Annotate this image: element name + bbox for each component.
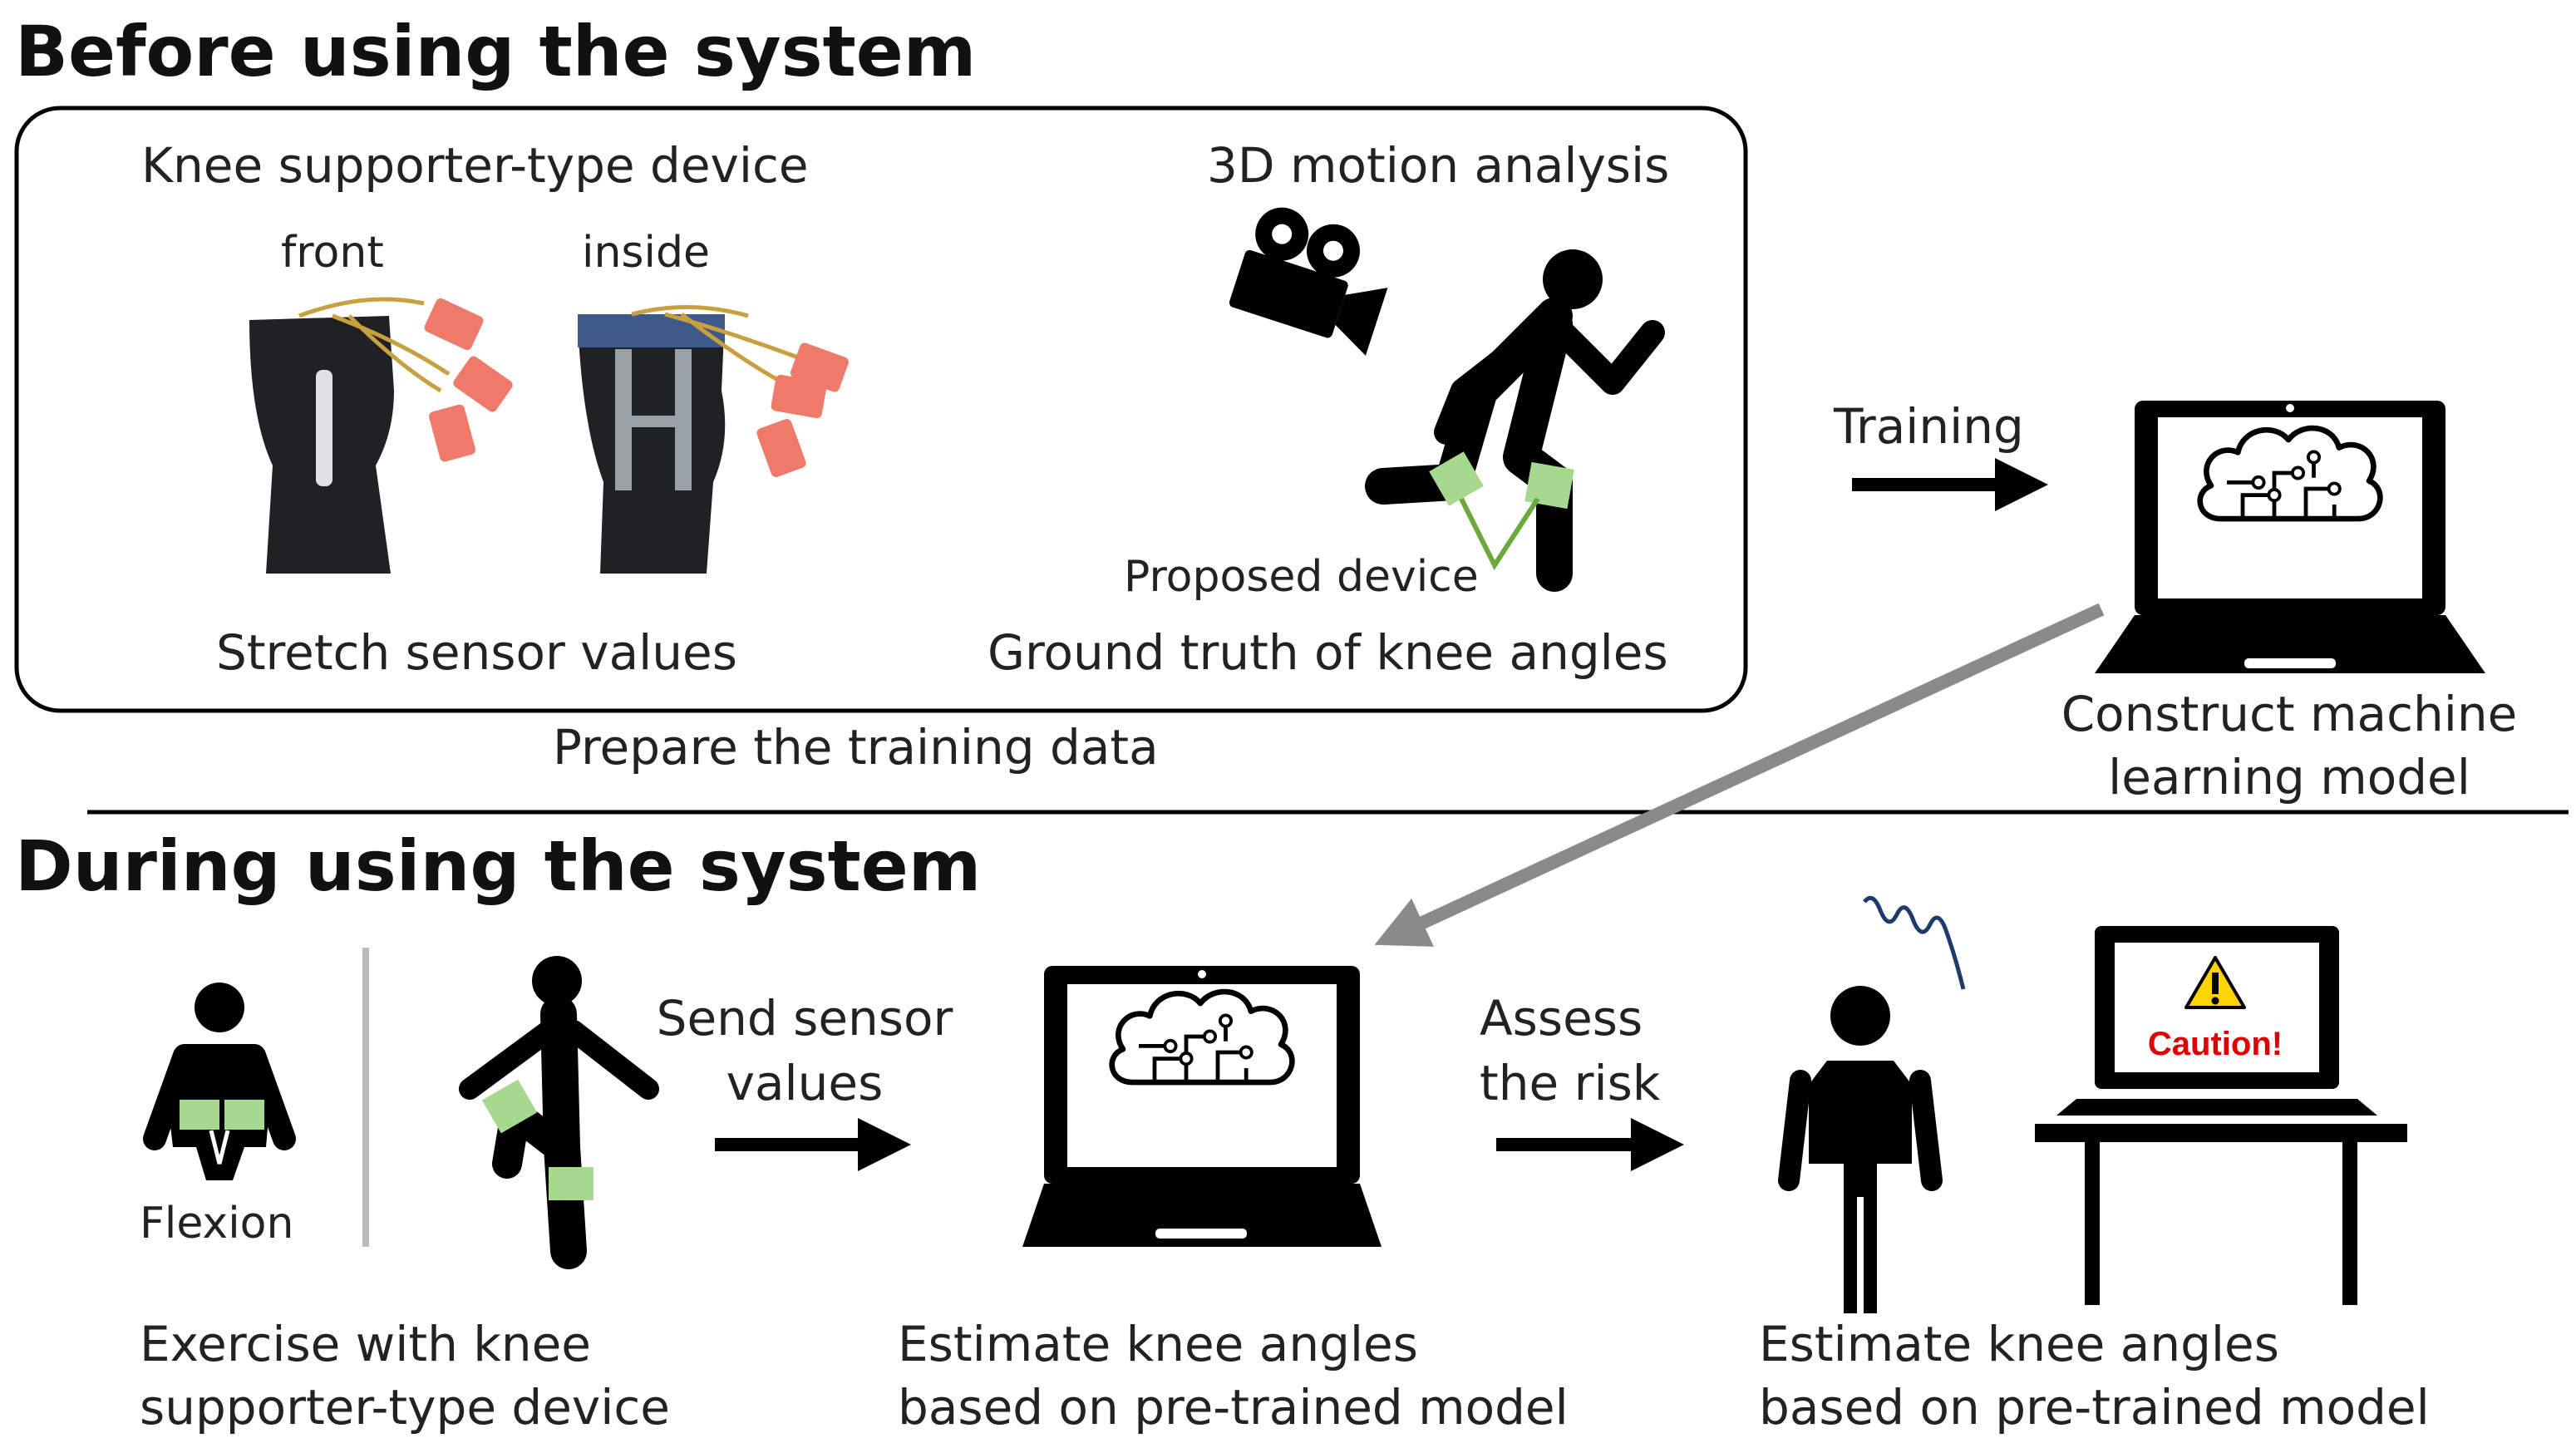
risk-caption-line2: based on pre-trained model [1759,1379,2430,1436]
caution-text: Caution! [2147,1026,2283,1062]
prepare-data-label: Prepare the training data [553,719,1159,776]
inside-label: inside [582,228,710,278]
device-title: Knee supporter-type device [141,137,809,194]
assess-label-line1: Assess [1480,990,1643,1047]
caution-desk-laptop-icon [2035,926,2407,1305]
stretch-values-label: Stretch sensor values [216,624,737,681]
motion-title: 3D motion analysis [1207,137,1670,194]
ml-model-laptop-icon [2095,401,2485,673]
front-label: front [281,228,384,278]
exercise-caption-line1: Exercise with knee [140,1316,591,1372]
flexion-label: Flexion [140,1199,294,1249]
exercise-caption-line2: supporter-type device [140,1379,670,1436]
during-heading: During using the system [15,825,982,907]
estimation-laptop-icon [1022,966,1382,1247]
training-label: Training [1834,398,2024,455]
training-data-box [14,106,1748,713]
video-camera-icon [1229,207,1388,356]
risk-caption-line1: Estimate knee angles [1759,1316,2279,1372]
model-label-line2: learning model [2108,749,2470,805]
alerted-person-icon [1778,895,1966,1313]
estimate-caption-line2: based on pre-trained model [898,1379,1569,1436]
model-label-line1: Construct machine [2061,686,2518,742]
send-label-line1: Send sensor [656,990,953,1047]
before-heading: Before using the system [15,11,977,92]
send-label-line2: values [726,1055,884,1111]
model-transfer-arrow [1374,603,2105,947]
exercise-person-icon [459,956,659,1269]
estimate-caption-line1: Estimate knee angles [898,1316,1418,1372]
running-person-icon [1365,249,1665,592]
ground-truth-label: Ground truth of knee angles [988,624,1668,681]
knee-sleeve-inside-photo [578,305,849,574]
knee-sleeve-front-photo [249,297,513,574]
flexion-person-icon [143,983,296,1180]
proposed-device-label: Proposed device [1124,552,1479,602]
assess-label-line2: the risk [1480,1055,1661,1111]
